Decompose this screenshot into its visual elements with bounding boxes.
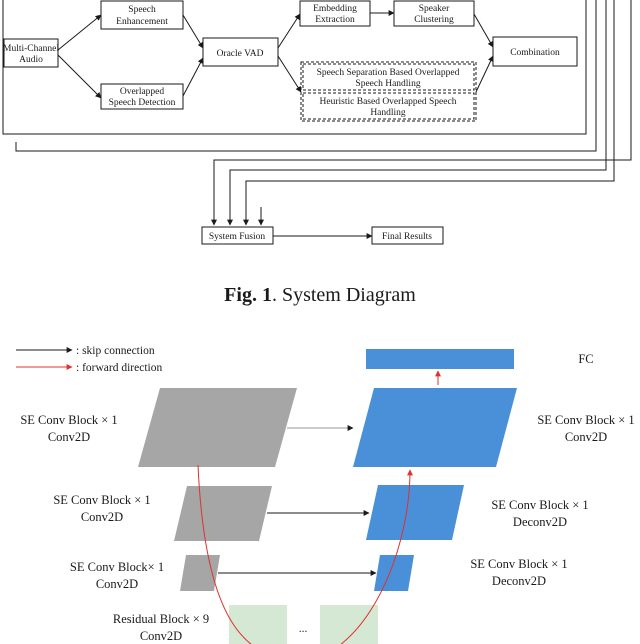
node-overlapped-speech-detection-line2: Speech Detection (109, 98, 176, 108)
node-speech-enhancement-line1: Speech (128, 5, 156, 15)
node-speech-enhancement-line2: Enhancement (116, 17, 168, 27)
fc-block (366, 349, 514, 369)
node-final-results: Final Results (371, 226, 444, 245)
decoder-2-label-line2: Deconv2D (513, 515, 567, 529)
residual-block-left (229, 605, 287, 644)
node-speaker-clustering-line2: Clustering (414, 15, 454, 25)
overlap-handling-group (300, 61, 477, 122)
node-speaker-clustering-line1: Speaker (419, 4, 450, 14)
node-embedding-extraction-line2: Extraction (315, 15, 355, 25)
decoder-1-label-line1: SE Conv Block × 1 (537, 413, 634, 427)
node-final-results-label: Final Results (382, 232, 432, 242)
decoder-3-label-line2: Deconv2D (492, 574, 546, 588)
node-speaker-clustering: Speaker Clustering (393, 0, 475, 27)
node-oracle-vad: Oracle VAD (202, 37, 279, 67)
system-diagram: Multi-Channel Audio Speech Enhancement O… (2, 0, 632, 306)
legend: : skip connection : forward direction (16, 345, 162, 374)
encoder-block-3 (180, 555, 220, 591)
node-heuristic-handling: Heuristic Based Overlapped Speech Handli… (302, 92, 475, 120)
node-oracle-vad-label: Oracle VAD (217, 49, 264, 59)
network-diagram: : skip connection : forward direction ..… (16, 345, 635, 644)
skip-connections (218, 425, 377, 576)
node-separation-handling-line1: Speech Separation Based Overlapped (317, 68, 460, 78)
encoder-3-label-line1: SE Conv Block× 1 (70, 560, 164, 574)
encoder-block-2 (174, 486, 272, 541)
decoder-block-3 (374, 555, 414, 591)
system-arrows (57, 10, 494, 239)
residual-label-line2: Conv2D (140, 629, 182, 643)
arrow-vad-to-overlap (277, 55, 302, 93)
residual-block-right (320, 605, 378, 644)
decoder-1-label-line2: Conv2D (565, 430, 607, 444)
node-system-fusion: System Fusion (201, 226, 274, 245)
arrow-enhancement-to-vad (182, 14, 204, 49)
arrow-overlap-to-combination (475, 55, 494, 93)
node-embedding-extraction-line1: Embedding (313, 4, 357, 14)
node-separation-handling-line2: Speech Handling (355, 79, 420, 89)
node-multi-channel-audio-line2: Audio (19, 55, 43, 65)
arrow-audio-to-enhancement (57, 14, 102, 51)
arrow-vad-to-embedding (277, 13, 301, 49)
decoder-2-label-line1: SE Conv Block × 1 (491, 498, 588, 512)
legend-forward-label: : forward direction (76, 362, 162, 374)
arrow-osd-to-vad (182, 57, 204, 97)
node-embedding-extraction: Embedding Extraction (299, 0, 371, 27)
decoder-block-2 (366, 485, 464, 540)
node-overlapped-speech-detection: Overlapped Speech Detection (100, 83, 184, 110)
figure-caption: Fig. 1. System Diagram (224, 284, 416, 306)
figure-caption-suffix: . System Diagram (272, 284, 416, 306)
residual-label-line1: Residual Block × 9 (113, 612, 209, 626)
frame-lines (2, 0, 632, 226)
node-speech-enhancement: Speech Enhancement (100, 0, 184, 30)
node-system-fusion-label: System Fusion (209, 232, 265, 242)
forward-direction-curve (197, 464, 413, 644)
encoder-1-label-line1: SE Conv Block × 1 (20, 413, 117, 427)
node-separation-handling: Speech Separation Based Overlapped Speec… (302, 63, 475, 91)
encoder-1-label-line2: Conv2D (48, 430, 90, 444)
decoder-3-label-line1: SE Conv Block × 1 (470, 557, 567, 571)
arrow-audio-to-osd (57, 54, 102, 99)
encoder-2-label-line1: SE Conv Block × 1 (53, 493, 150, 507)
node-combination-label: Combination (510, 48, 560, 58)
node-overlapped-speech-detection-line1: Overlapped (120, 87, 165, 97)
node-heuristic-handling-line1: Heuristic Based Overlapped Speech (320, 97, 457, 107)
encoder-block-1 (138, 388, 297, 467)
node-heuristic-handling-line2: Handling (370, 108, 406, 118)
fc-label: FC (578, 352, 593, 366)
legend-skip-label: : skip connection (76, 345, 155, 357)
encoder-3-label-line2: Conv2D (96, 577, 138, 591)
node-combination: Combination (492, 36, 578, 67)
node-multi-channel-audio-line1: Multi-Channel (3, 44, 59, 54)
node-multi-channel-audio: Multi-Channel Audio (3, 38, 59, 68)
decoder-block-1 (353, 388, 517, 467)
arrow-clustering-to-combination (473, 13, 494, 48)
residual-ellipsis: ... (299, 623, 308, 635)
encoder-2-label-line2: Conv2D (81, 510, 123, 524)
figure-caption-prefix: Fig. 1 (224, 284, 272, 306)
